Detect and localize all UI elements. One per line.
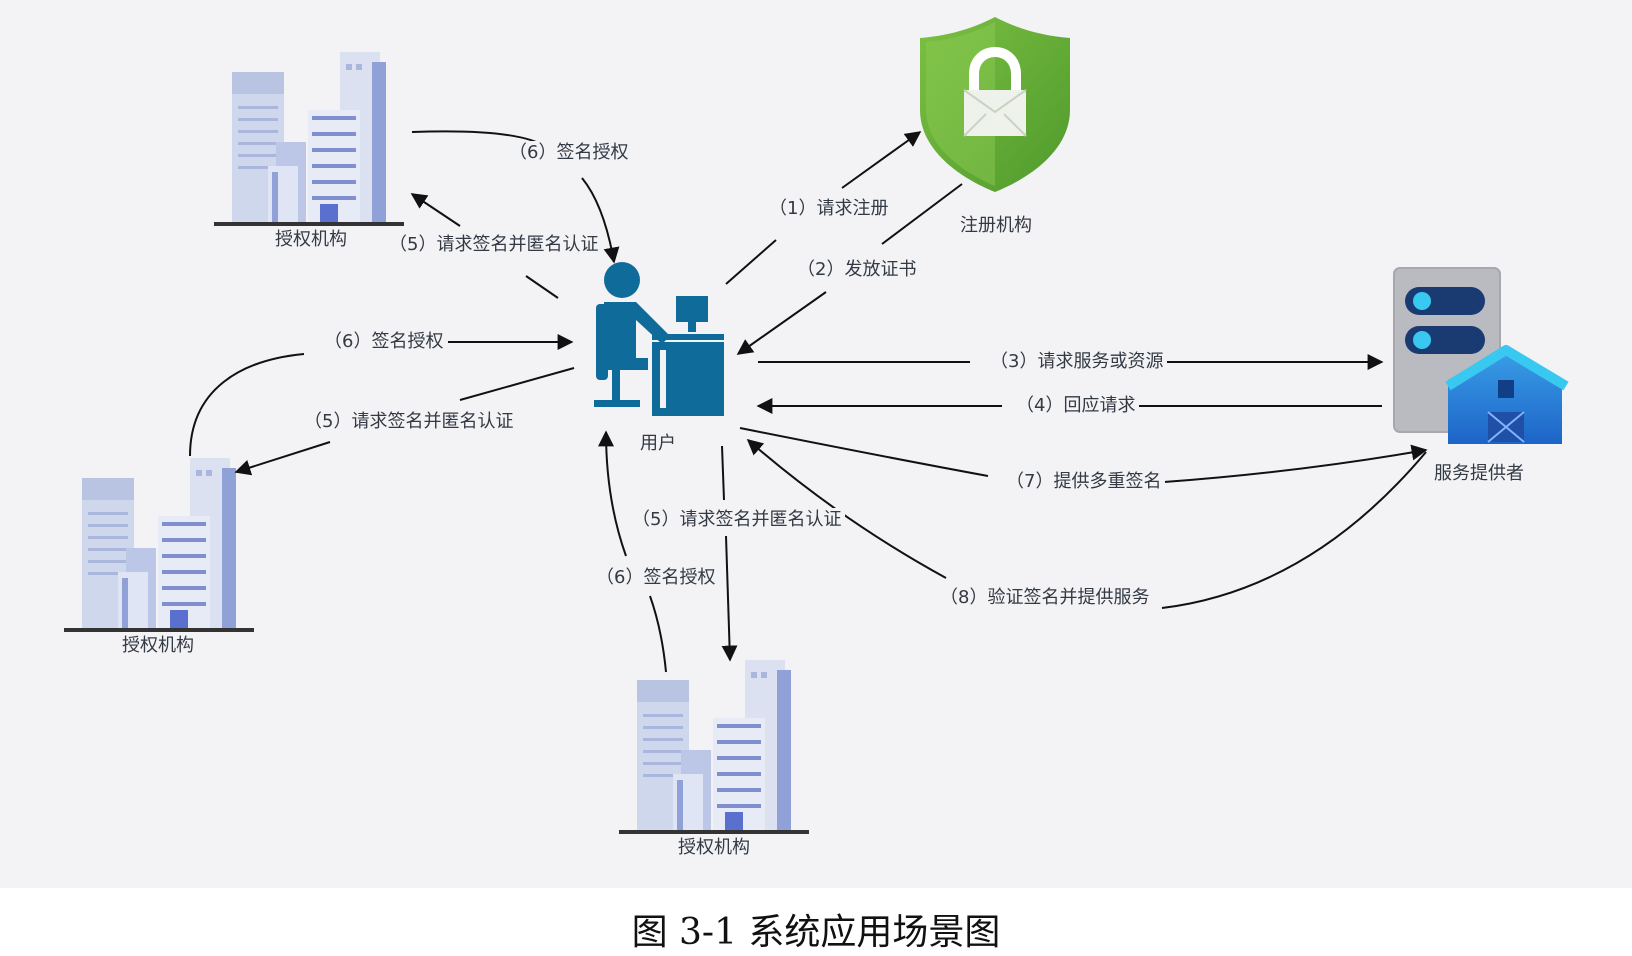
edge-label-e5-left: （5）请求签名并匿名认证 — [300, 410, 518, 434]
edge-label-e7: （7）提供多重签名 — [1002, 470, 1166, 494]
edge-e5-bottom-tail — [721, 445, 725, 501]
user-at-desk-icon — [594, 262, 724, 416]
figure-caption: 图 3-1 系统应用场景图 — [631, 912, 1001, 953]
edge-label-e6-left: （6）签名授权 — [320, 330, 448, 354]
buildings-icon — [619, 660, 809, 834]
node-label-registry: 注册机构 — [960, 215, 1032, 236]
edge-label-e5-bottom: （5）请求签名并匿名认证 — [628, 508, 846, 532]
arrows — [189, 130, 1428, 673]
edge-label-e6-bottom: （6）签名授权 — [592, 566, 720, 590]
node-label-auth-left: 授权机构 — [122, 635, 194, 656]
edge-e7-arrow — [1163, 444, 1428, 483]
node-label-user: 用户 — [640, 433, 676, 454]
edge-label-e8: （8）验证签名并提供服务 — [936, 586, 1154, 610]
edge-e5-top-tail — [525, 275, 559, 299]
diagram-panel: 授权机构 注册机构 用户 服务提供者 授权机构 授权机构 （6）签名授权 （5）… — [0, 0, 1632, 888]
edge-label-e5-top: （5）请求签名并匿名认证 — [385, 233, 603, 257]
buildings-icon — [214, 52, 404, 226]
edge-e1-arrow — [841, 131, 922, 189]
edge-e6-bottom-arrow — [598, 430, 627, 557]
green-shield-lock-icon — [920, 17, 1070, 192]
node-label-provider: 服务提供者 — [1434, 463, 1524, 484]
node-label-auth-top: 授权机构 — [275, 229, 347, 250]
node-label-auth-bottom: 授权机构 — [678, 837, 750, 858]
server-barn-icon — [1393, 267, 1569, 444]
edge-e7-tail — [739, 427, 989, 477]
buildings-icon — [64, 458, 254, 632]
edge-e6-top-arrow — [581, 177, 620, 264]
edge-e2-tail — [881, 183, 963, 245]
edge-label-e4: （4）回应请求 — [1012, 394, 1140, 418]
edge-label-e1: （1）请求注册 — [765, 197, 893, 221]
edge-e1-tail — [725, 239, 777, 285]
edge-e5-bottom-arrow — [721, 535, 738, 662]
edge-label-e6-top: （6）签名授权 — [505, 141, 633, 165]
edge-label-e2: （2）发放证书 — [793, 258, 921, 282]
edge-label-e3: （3）请求服务或资源 — [986, 350, 1168, 374]
edge-e5-top-arrow — [410, 193, 461, 227]
edge-e5-left-tail — [459, 367, 575, 401]
edge-e6-bottom-tail — [649, 595, 667, 673]
diagram-canvas — [64, 17, 1569, 834]
edge-e6-left-tail — [189, 353, 305, 457]
edge-e8-tail — [1161, 451, 1427, 609]
edge-e2-arrow — [736, 291, 827, 355]
edge-e5-left-arrow — [234, 441, 331, 476]
